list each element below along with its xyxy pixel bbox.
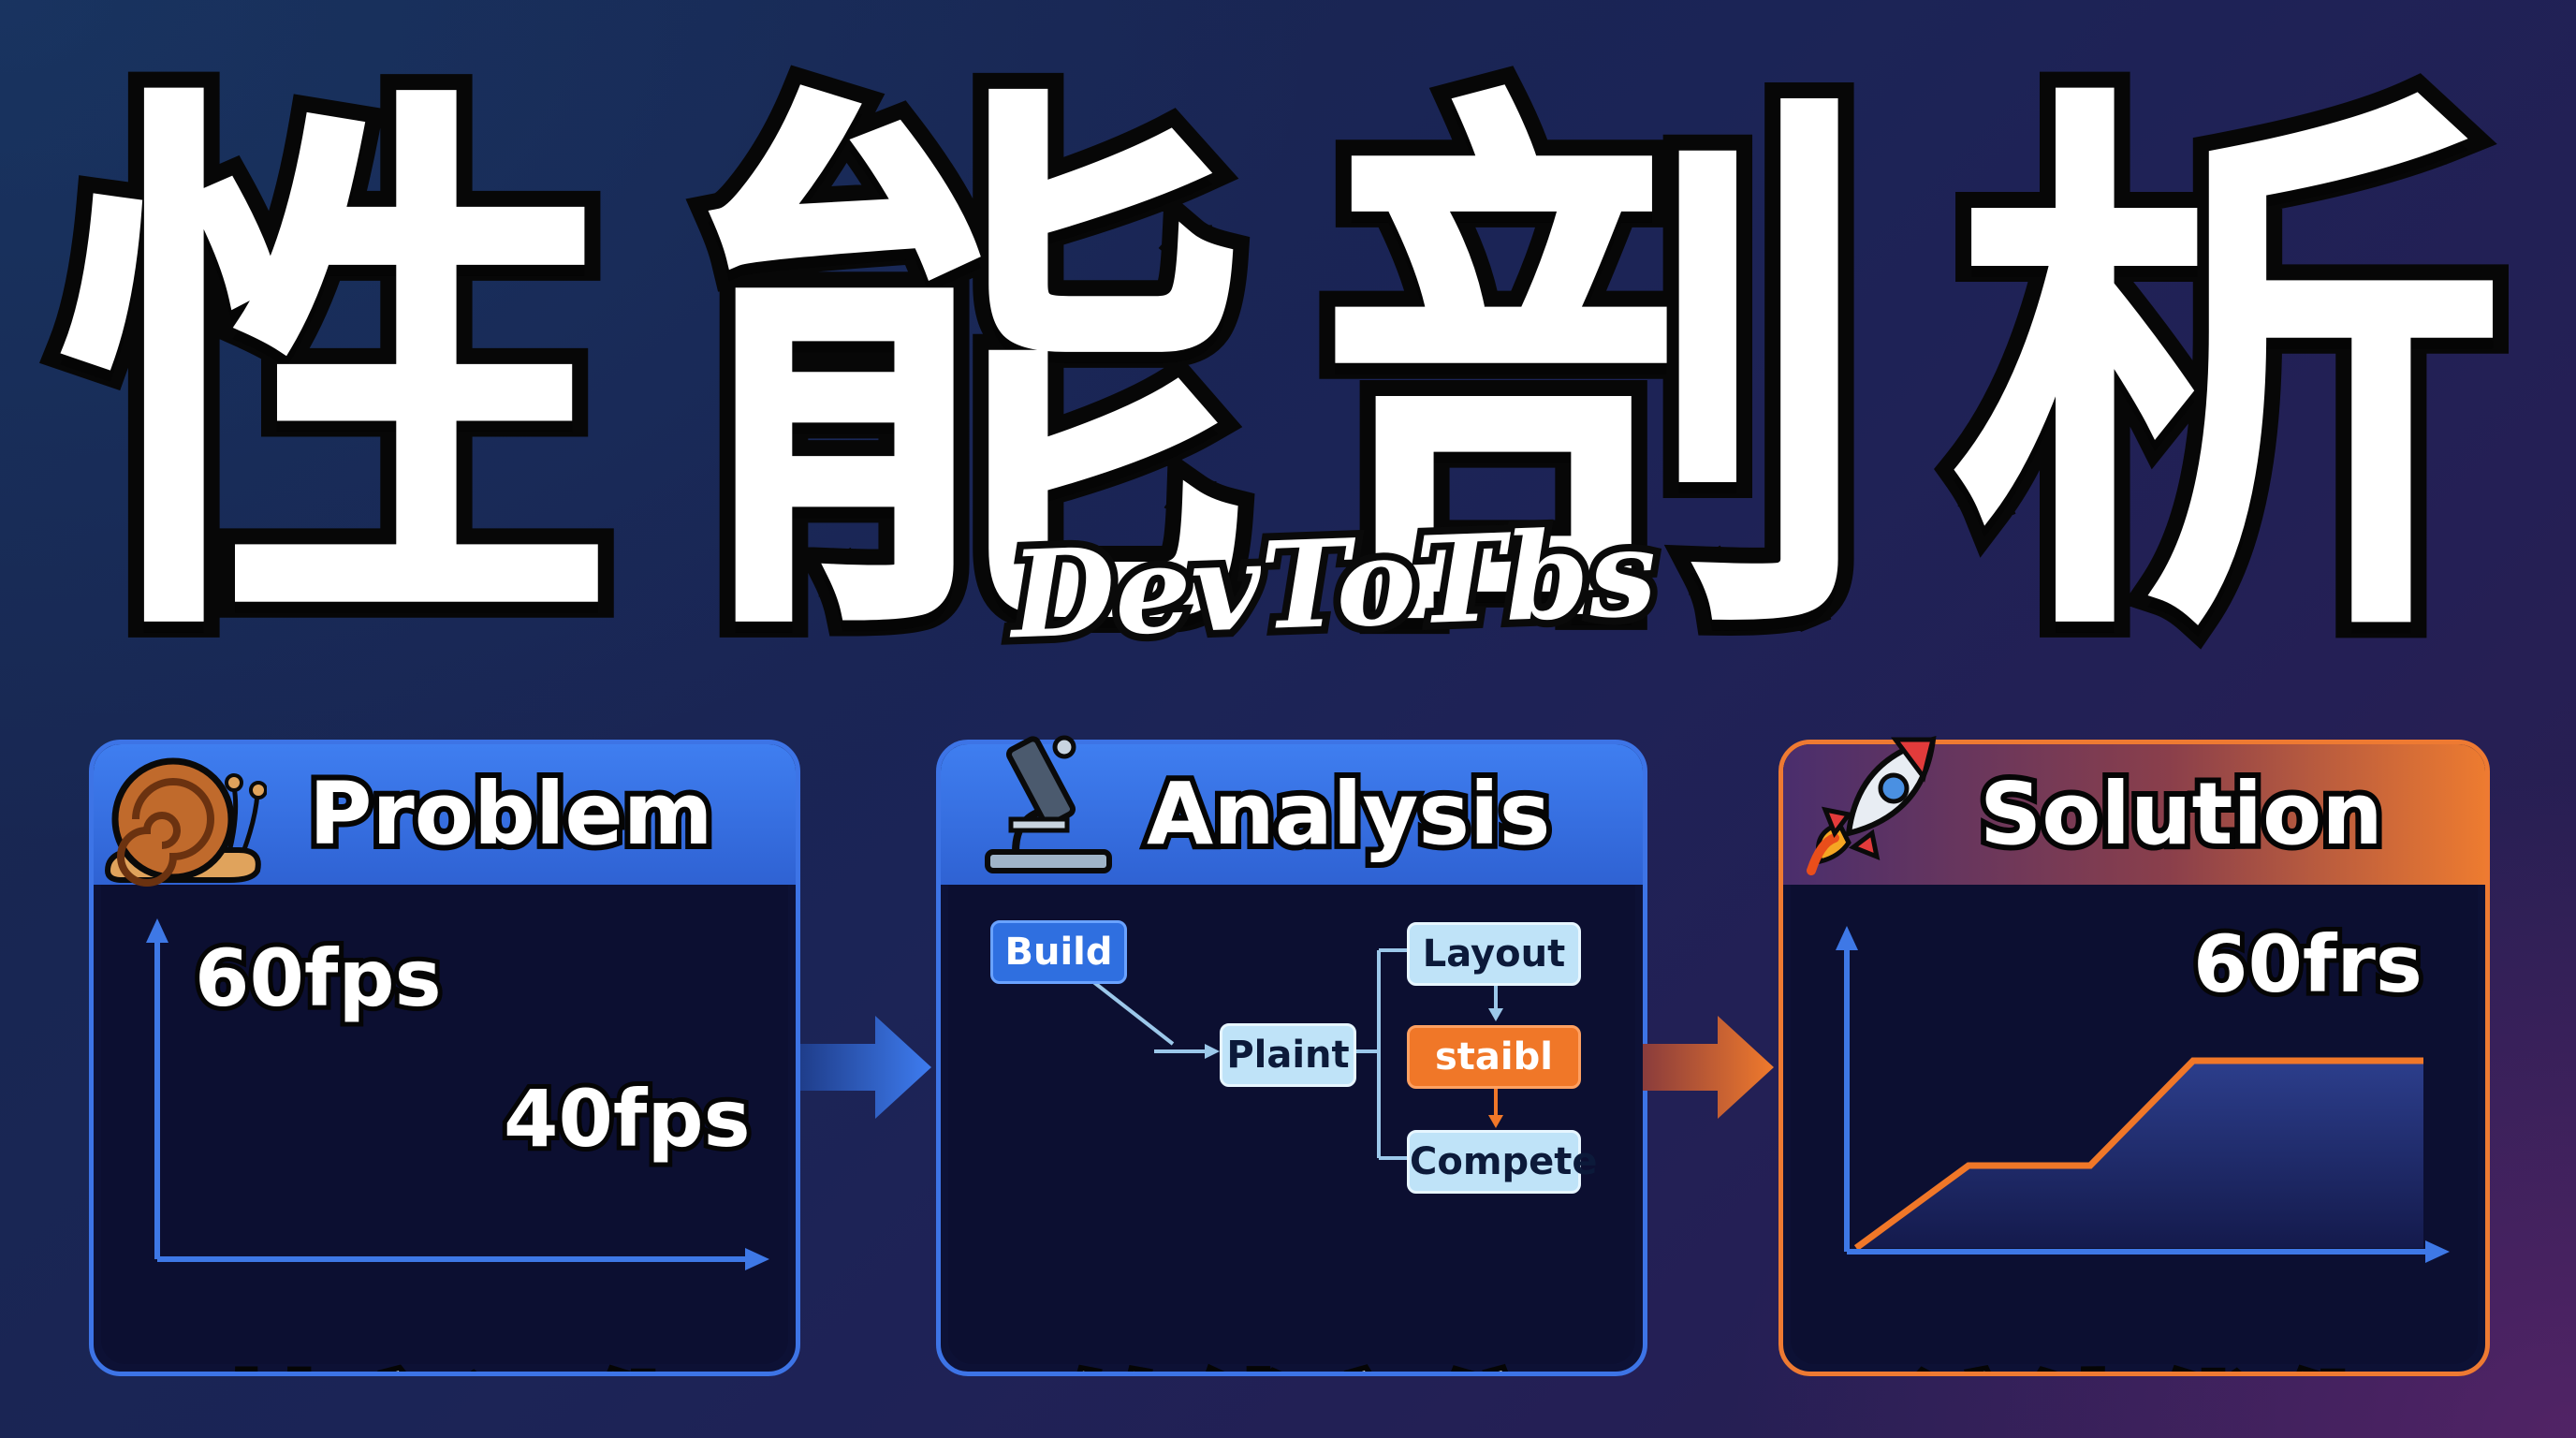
problem-axes [146, 918, 769, 1270]
title-char-4: 析 [1931, 40, 2525, 709]
pipeline-node-bottleneck: staibl [1407, 1025, 1581, 1089]
pipeline-node-build: Build [990, 920, 1127, 984]
analysis-header-label: Analysis [1141, 758, 1556, 870]
solution-header-label: Solution [1974, 758, 2389, 870]
problem-header-label: Problem [303, 758, 719, 870]
fps-label-low: 40fps [499, 1068, 755, 1169]
problem-caption: 帧率退化 [101, 1358, 796, 1372]
title-char-1: 性 [40, 40, 634, 709]
microscope-icon [985, 735, 1112, 873]
pipeline-node-paint: Plaint [1220, 1023, 1356, 1087]
solution-chart [1836, 926, 2450, 1263]
problem-panel-body: 60fps 40fps 帧率退化 [101, 885, 788, 1372]
fps-label-high: 60fps [190, 928, 446, 1029]
fps-area [1856, 1061, 2423, 1248]
pipeline-node-composite: Compete [1407, 1130, 1598, 1194]
analysis-panel-body: Build Plaint Layout staibl Compete 管线定位 [948, 885, 1635, 1372]
snail-icon [104, 757, 267, 887]
solution-panel: Solution 60frs 渲染优化 [1778, 740, 2490, 1376]
title-char-3: 剖 [1304, 40, 1897, 709]
watermark-logo: DevToTbs [1002, 495, 1666, 673]
pipeline-node-layout: Layout [1407, 922, 1581, 986]
arrow-right-blue [800, 1016, 931, 1119]
fps-label-solution: 60frs [2188, 914, 2427, 1015]
analysis-caption: 管线定位 [948, 1358, 1643, 1372]
arrow-right-orange [1643, 1016, 1774, 1119]
solution-panel-body: 60frs 渲染优化 [1791, 885, 2478, 1372]
rocket-icon [1807, 736, 1937, 875]
fps-line [1853, 1057, 2423, 1251]
solution-caption: 渲染优化 [1791, 1358, 2485, 1372]
